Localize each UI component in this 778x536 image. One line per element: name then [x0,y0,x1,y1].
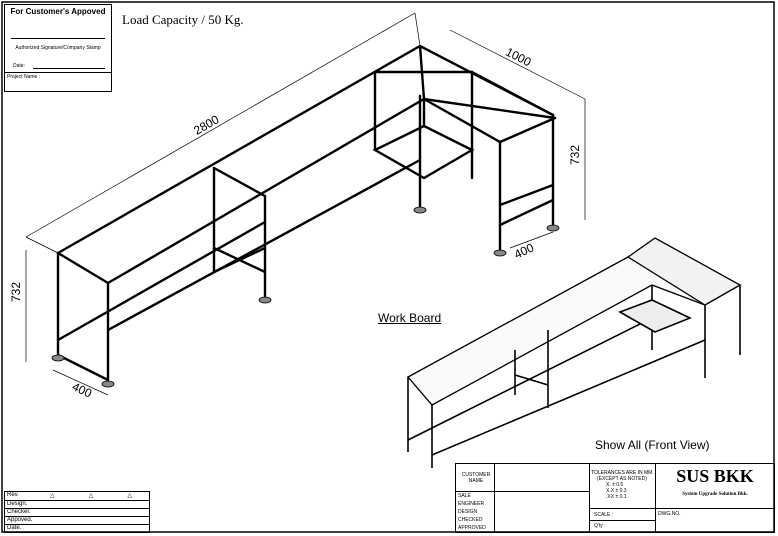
main-table-frame [56,44,557,382]
tolerance-3: .XX ± 0.1 [606,494,627,500]
rev-row: Rev. △ △ △ [5,492,149,501]
load-capacity: Load Capacity / 50 Kg. [122,12,244,27]
company-subtitle: System Upgrade Solution Bkk. [682,492,748,497]
rev-triangle-icon: △ [88,493,94,499]
rev-row: Appoved. [5,517,149,525]
date-label: Date: [13,63,25,69]
role-engineer: ENGINEER [458,501,485,507]
approval-title: For Customer's Appoved [10,7,106,16]
revision-table: Rev. △ △ △ Design. Checker. Appoved. Dat… [4,491,150,533]
role-checked: CHECKED [458,517,483,523]
role-approved: APPROVED [458,525,486,531]
dimension-lines [25,12,586,396]
front-view-legs [407,285,741,468]
approval-box: For Customer's Appoved Authorized Signat… [4,4,112,92]
rev-triangle-icon: △ [50,493,55,499]
table-feet [51,206,560,388]
scale-label: SCALE : [594,512,614,518]
title-block: CUSTOMER NAME SALE ENGINEER DESIGN CHECK… [455,463,775,533]
tolerances-except: (EXCEPT AS NOTED) [597,476,647,482]
rev-triangle-icon: △ [127,493,132,499]
customer-name: CUSTOMER NAME [461,472,491,484]
tolerances-title: TOLERANCES ARE IN MM. [591,470,654,476]
project-label: Project Name : [7,74,41,80]
show-all-label: Show All (Front View) [595,438,710,452]
work-board-label: Work Board [378,311,442,325]
rev-row: Date. [7,525,22,531]
rev-row: Checker. [5,509,149,517]
project-divider [5,72,111,73]
signature-lines [11,38,105,39]
qty-label: Q'ty : [594,523,606,529]
date-line [33,68,105,69]
signature-label: Authorized Signature/Company Stamp [15,45,101,51]
rev-row: Design. [5,501,149,509]
tolerance-1: X. ± 0.5 [606,482,624,488]
dim-height-left: 732 [9,281,24,303]
role-sale: SALE [458,493,471,499]
dim-height-right: 732 [568,144,583,166]
tolerance-2: X.X ± 0.3 [606,488,627,494]
dwg-no-label: DWG.NO. [658,511,681,517]
role-design: DESIGN [458,509,478,515]
front-view-drawing [406,237,742,406]
company-name: SUS BKK [676,466,754,486]
